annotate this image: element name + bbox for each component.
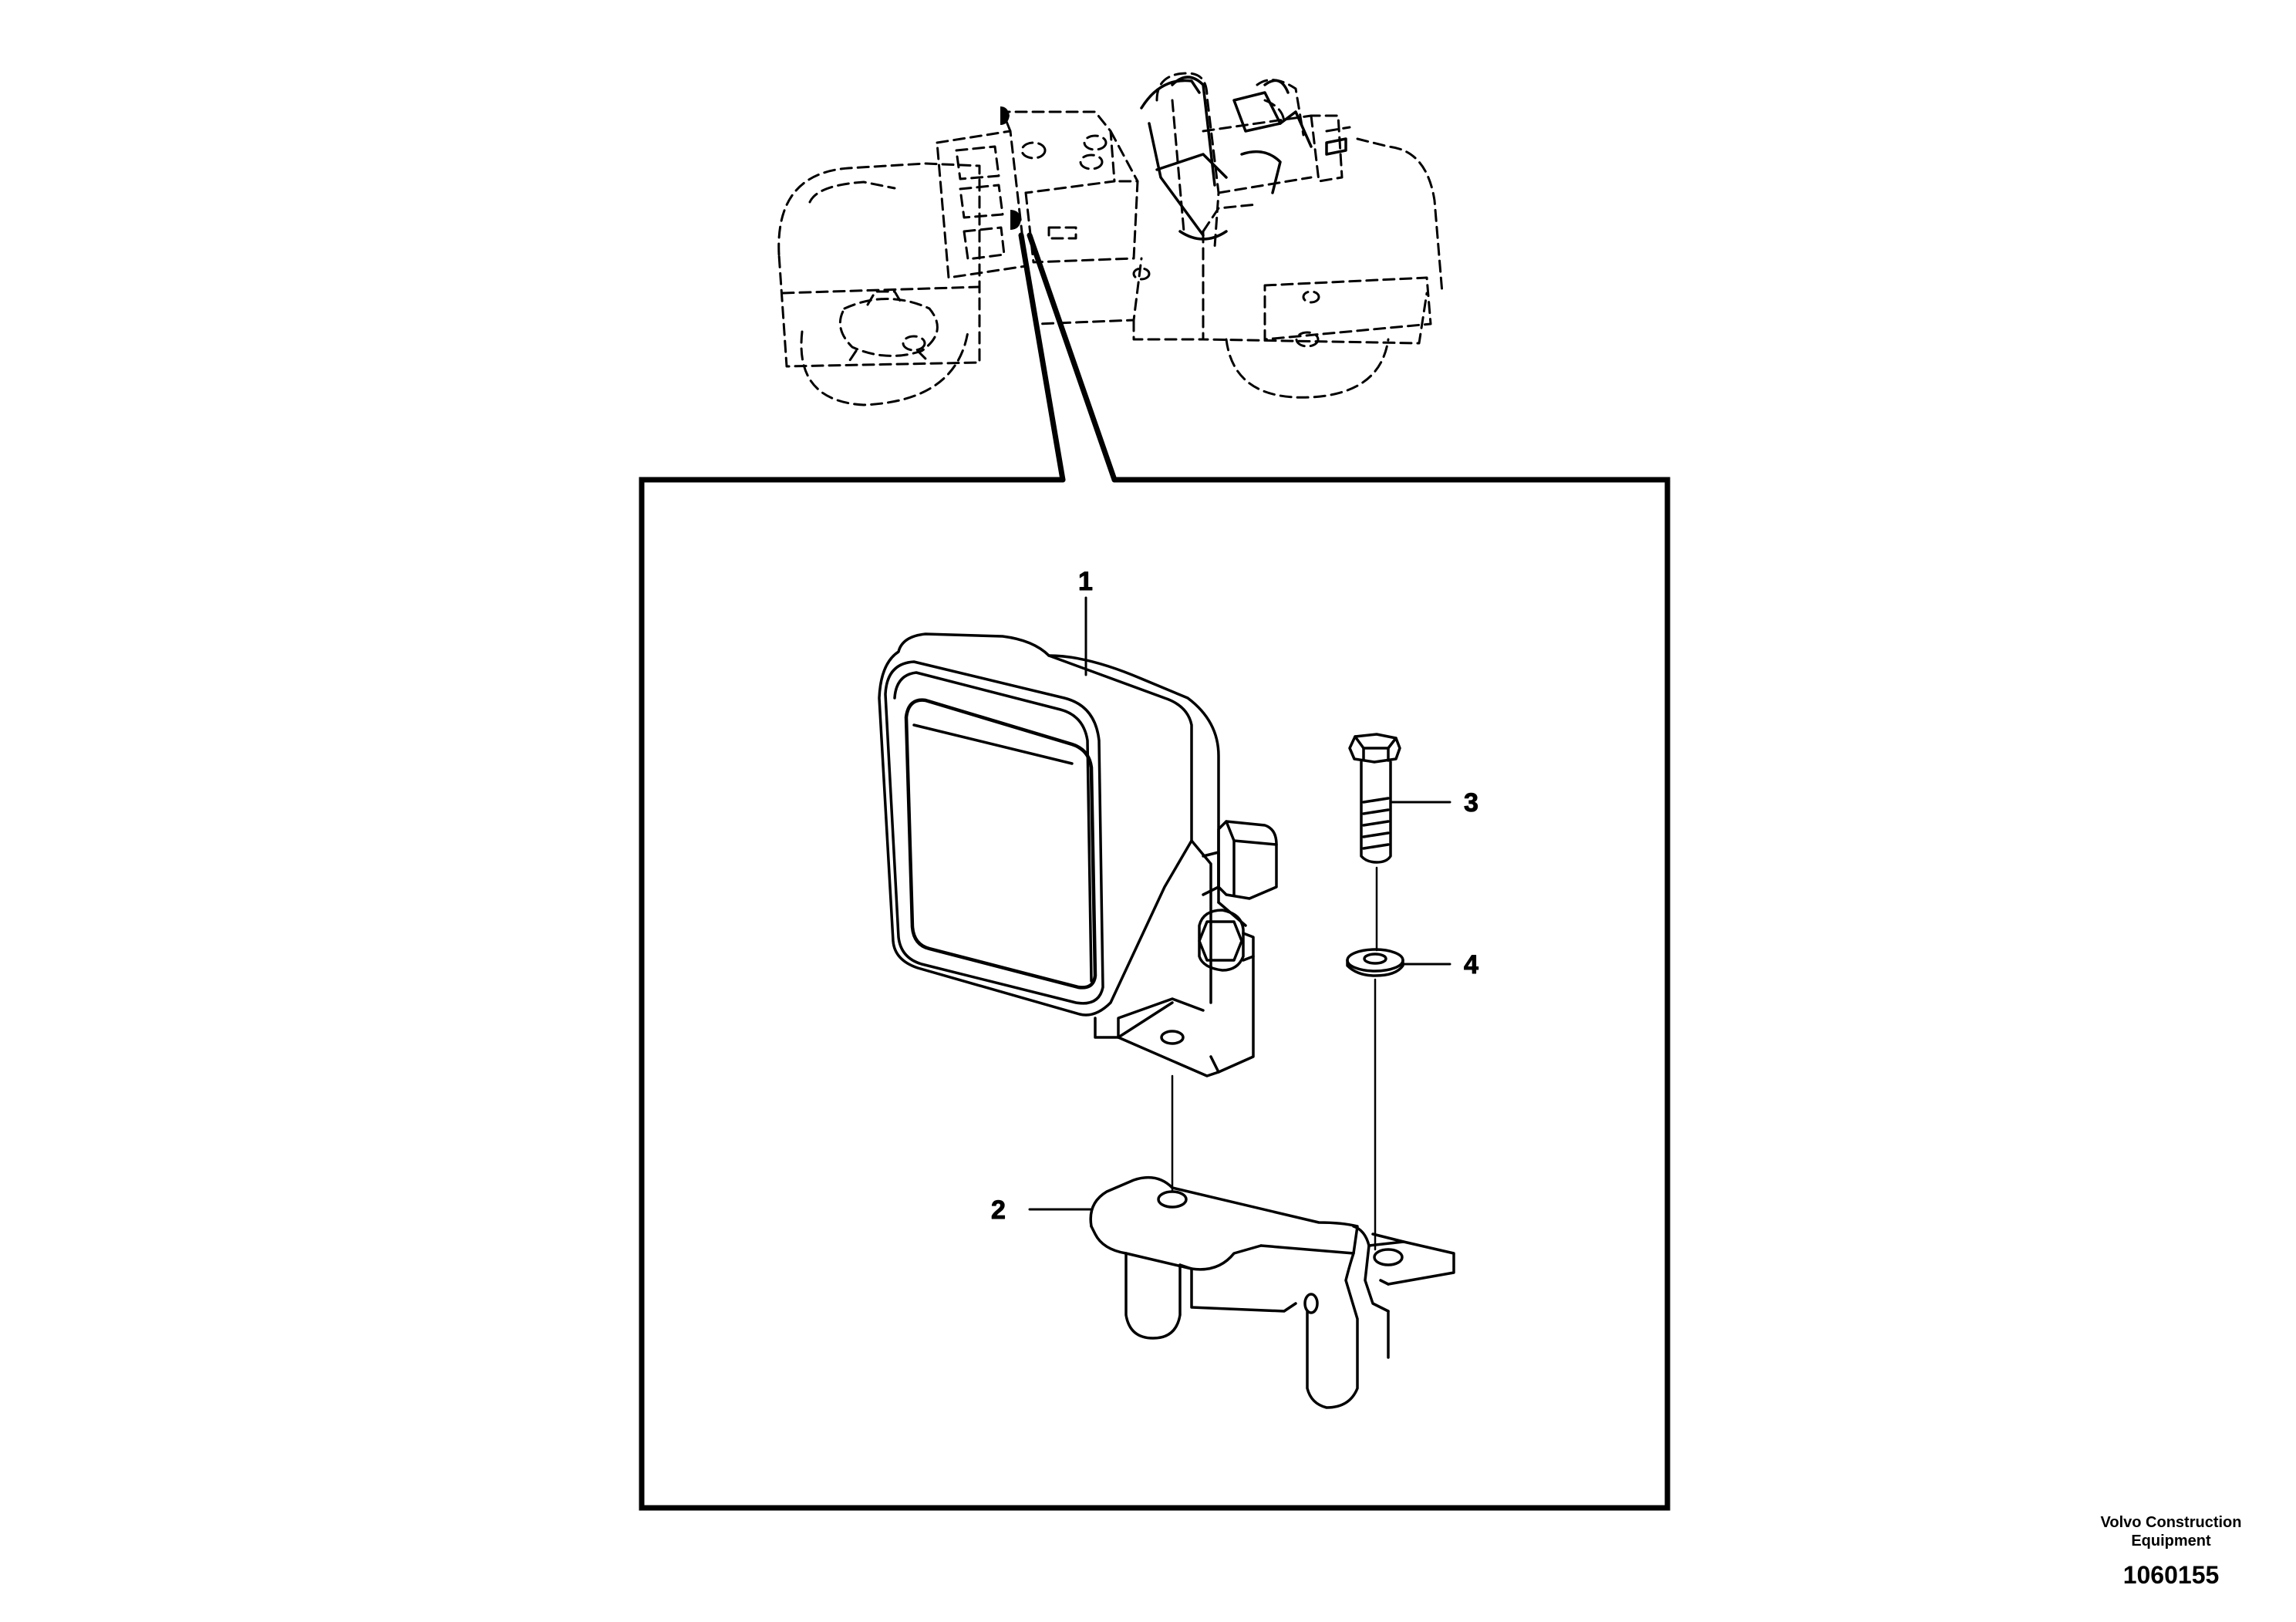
mounting-bracket: [1089, 1175, 1455, 1409]
machine-detail-solid: [1140, 76, 1347, 241]
lamp-location-markers: [1000, 106, 1021, 230]
callout-2: 2: [991, 1195, 1006, 1225]
hex-screw: [1348, 733, 1401, 864]
assembly-lines: [1171, 866, 1378, 1251]
document-number: 1060155: [2122, 1561, 2220, 1589]
detail-frame: [639, 477, 1671, 1511]
callout-4: 4: [1464, 950, 1478, 980]
publisher-label: Volvo Construction Equipment: [2100, 1514, 2242, 1549]
leader-lines: [1028, 596, 1451, 1211]
flat-washer: [1346, 948, 1404, 977]
machine-overview: [777, 72, 1444, 406]
callout-3: 3: [1464, 788, 1478, 818]
work-lamp: [878, 632, 1278, 1077]
callout-1: 1: [1078, 567, 1093, 596]
detail-pointer: [1018, 232, 1118, 483]
